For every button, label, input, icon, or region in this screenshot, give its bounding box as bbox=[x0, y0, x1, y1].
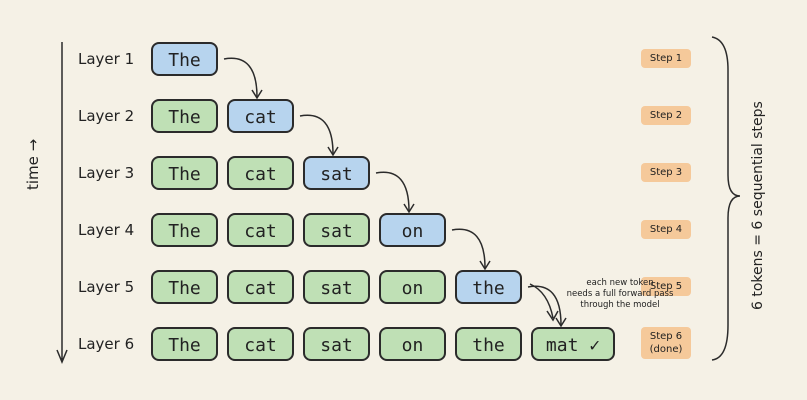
token: on bbox=[379, 327, 446, 361]
new-token: The bbox=[151, 42, 218, 76]
token: cat bbox=[227, 156, 294, 190]
token: on bbox=[379, 270, 446, 304]
token: mat ✓ bbox=[531, 327, 615, 361]
new-token: on bbox=[379, 213, 446, 247]
token: cat bbox=[227, 327, 294, 361]
layer-label: Layer 4 bbox=[78, 221, 135, 239]
token: The bbox=[151, 270, 218, 304]
layer-label: Layer 6 bbox=[78, 335, 135, 353]
layer-label: Layer 2 bbox=[78, 107, 135, 125]
step-badge: Step 1 bbox=[641, 49, 691, 68]
step-badge: Step 4 bbox=[641, 220, 691, 239]
token: sat bbox=[303, 213, 370, 247]
summary-label: 6 tokens = 6 sequential steps bbox=[750, 101, 766, 310]
new-token: sat bbox=[303, 156, 370, 190]
layer-label: Layer 1 bbox=[78, 50, 135, 68]
time-axis-arrow bbox=[56, 42, 68, 364]
token: The bbox=[151, 213, 218, 247]
token: The bbox=[151, 99, 218, 133]
token: The bbox=[151, 327, 218, 361]
token: the bbox=[455, 327, 522, 361]
note-arrow bbox=[529, 283, 559, 322]
step-badge: Step 5 bbox=[641, 277, 691, 296]
step-badge: Step 2 bbox=[641, 106, 691, 125]
arrow-head bbox=[555, 317, 567, 328]
step-badge: Step 6 (done) bbox=[641, 327, 691, 359]
forward-pass-note: each new token needs a full forward pass… bbox=[566, 278, 674, 310]
new-token: cat bbox=[227, 99, 294, 133]
token: The bbox=[151, 156, 218, 190]
connector-arrow bbox=[299, 114, 334, 155]
summary-brace bbox=[711, 36, 741, 361]
time-axis-label: time → bbox=[24, 138, 42, 190]
connector-arrow bbox=[223, 57, 258, 98]
connector-arrow bbox=[375, 171, 410, 212]
arrow-head bbox=[251, 89, 263, 100]
token: cat bbox=[227, 213, 294, 247]
arrow-head bbox=[403, 203, 415, 214]
token: sat bbox=[303, 270, 370, 304]
layer-label: Layer 5 bbox=[78, 278, 135, 296]
arrow-head bbox=[479, 260, 491, 271]
token: cat bbox=[227, 270, 294, 304]
layer-label: Layer 3 bbox=[78, 164, 135, 182]
new-token: the bbox=[455, 270, 522, 304]
arrow-head bbox=[327, 146, 339, 157]
token: sat bbox=[303, 327, 370, 361]
step-badge: Step 3 bbox=[641, 163, 691, 182]
connector-arrow bbox=[451, 228, 486, 269]
